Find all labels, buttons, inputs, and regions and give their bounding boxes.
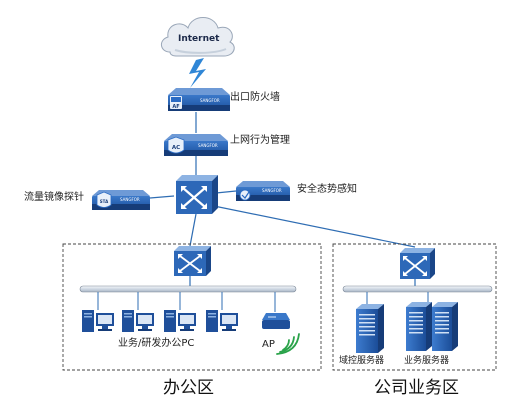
- office-drop-lines: [97, 292, 276, 312]
- access-point-icon: [262, 313, 290, 329]
- firewall-badge: AF: [172, 104, 179, 110]
- traffic-mirror-probe-device: STA SANGFOR: [92, 190, 150, 210]
- link-core-to-business-switch: [213, 205, 416, 248]
- lightning-icon: [189, 58, 206, 88]
- business-bus-bar: [342, 285, 493, 293]
- pc-icon: [206, 310, 238, 332]
- firewall-brand: SANGFOR: [200, 98, 220, 103]
- core-switch-icon: [176, 175, 218, 214]
- traffic-mirror-label: 流量镜像探针: [24, 192, 84, 203]
- link-probe-to-core: [149, 195, 175, 199]
- security-awareness-label: 安全态势感知: [297, 184, 357, 195]
- office-zone-border: [62, 243, 322, 371]
- office-bus-bar: [79, 285, 297, 293]
- business-drop-lines: [366, 292, 429, 306]
- probe-brand: SANGFOR: [120, 197, 140, 202]
- business-server-icon: [406, 302, 458, 351]
- office-switch-icon: [174, 246, 211, 276]
- business-zone-title: 公司业务区: [374, 378, 459, 398]
- probe-badge: STA: [100, 199, 109, 204]
- business-switch-icon: [400, 248, 435, 279]
- link-core-to-office-switch: [189, 213, 197, 247]
- behavior-mgmt-label: 上网行为管理: [230, 135, 290, 146]
- pc-icons: [82, 310, 238, 332]
- internet-cloud-icon: [161, 17, 235, 57]
- ac-brand: SANGFOR: [198, 143, 218, 148]
- behavior-management-device: AC SANGFOR: [164, 134, 228, 156]
- domain-server-label: 域控服务器: [339, 356, 385, 366]
- connection-lines: [149, 112, 416, 286]
- wifi-signal-icon: [276, 333, 300, 355]
- pc-icon: [122, 310, 154, 332]
- office-zone-title: 办公区: [163, 378, 214, 398]
- egress-firewall-device: AF SANGFOR: [168, 88, 230, 111]
- business-zone-border: [332, 243, 497, 371]
- link-core-to-sensor: [215, 190, 237, 194]
- ac-badge: AC: [172, 145, 180, 151]
- firewall-label: 出口防火墙: [230, 92, 280, 103]
- pc-icon: [164, 310, 196, 332]
- internet-label: Internet: [178, 34, 220, 44]
- pc-icon: [82, 310, 114, 332]
- office-pc-label: 业务/研发办公PC: [118, 338, 195, 349]
- security-awareness-device: SANGFOR: [236, 181, 290, 201]
- domain-server-icon: [356, 304, 384, 353]
- sensor-brand: SANGFOR: [262, 188, 282, 193]
- business-server-label: 业务服务器: [404, 356, 450, 366]
- ap-label: AP: [262, 339, 275, 350]
